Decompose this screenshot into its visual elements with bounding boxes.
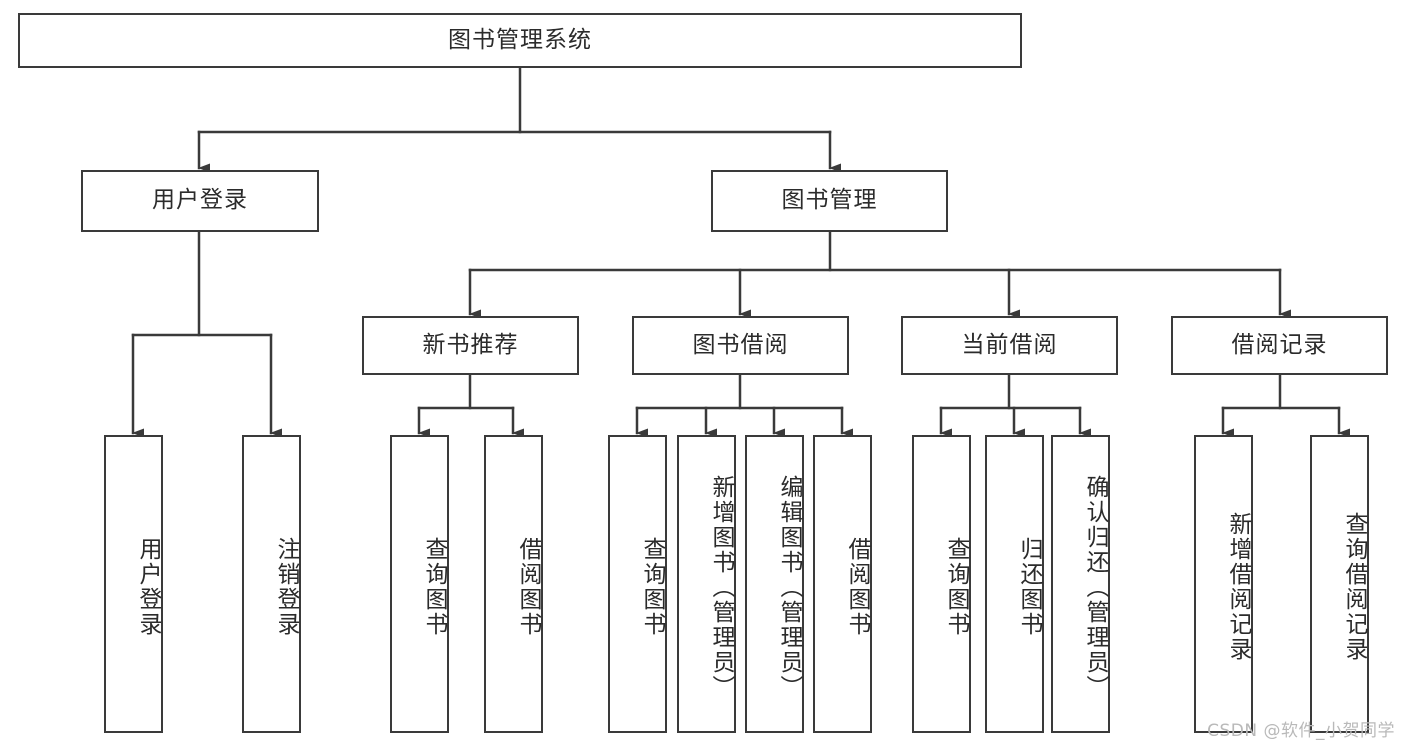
node-label: 用户登录	[135, 537, 161, 637]
node-label: 新书推荐	[422, 331, 519, 358]
watermark-text: CSDN @软件_小贺同学	[1207, 721, 1395, 741]
node-label: 图书管理	[781, 187, 878, 214]
node-label: 注销登录	[273, 537, 299, 637]
node-label: 编辑图书（管理员）	[776, 474, 802, 700]
node-book-borrow[interactable]: 图书借阅	[632, 316, 849, 375]
node-label: 查询图书	[639, 537, 665, 637]
node-label: 图书借阅	[692, 331, 789, 358]
node-leaf-user-login[interactable]: 用户登录	[104, 435, 163, 733]
node-leaf-query-book-recommend[interactable]: 查询图书	[390, 435, 449, 733]
node-root[interactable]: 图书管理系统	[18, 13, 1022, 68]
node-borrow-record[interactable]: 借阅记录	[1171, 316, 1388, 375]
node-leaf-borrow-book-recommend[interactable]: 借阅图书	[484, 435, 543, 733]
node-user-login[interactable]: 用户登录	[81, 170, 319, 232]
node-label: 新增借阅记录	[1225, 512, 1251, 662]
node-leaf-user-logout[interactable]: 注销登录	[242, 435, 301, 733]
node-book-management[interactable]: 图书管理	[711, 170, 948, 232]
node-label: 确认归还（管理员）	[1082, 474, 1108, 700]
node-label: 查询图书	[421, 537, 447, 637]
node-leaf-query-borrow-record[interactable]: 查询借阅记录	[1310, 435, 1369, 733]
node-new-book-recommend[interactable]: 新书推荐	[362, 316, 579, 375]
node-leaf-return-book[interactable]: 归还图书	[985, 435, 1044, 733]
node-label: 借阅记录	[1231, 331, 1328, 358]
node-label: 图书管理系统	[448, 26, 592, 53]
node-label: 当前借阅	[961, 331, 1058, 358]
node-leaf-query-book-current[interactable]: 查询图书	[912, 435, 971, 733]
node-leaf-confirm-return-admin[interactable]: 确认归还（管理员）	[1051, 435, 1110, 733]
node-leaf-add-book-admin[interactable]: 新增图书（管理员）	[677, 435, 736, 733]
node-leaf-query-book-borrow[interactable]: 查询图书	[608, 435, 667, 733]
node-label: 归还图书	[1016, 537, 1042, 637]
node-label: 新增图书（管理员）	[708, 474, 734, 700]
node-label: 查询借阅记录	[1341, 512, 1367, 662]
node-leaf-edit-book-admin[interactable]: 编辑图书（管理员）	[745, 435, 804, 733]
node-leaf-borrow-book[interactable]: 借阅图书	[813, 435, 872, 733]
node-leaf-add-borrow-record[interactable]: 新增借阅记录	[1194, 435, 1253, 733]
node-label: 借阅图书	[844, 537, 870, 637]
node-label: 用户登录	[152, 187, 248, 214]
node-label: 查询图书	[943, 537, 969, 637]
node-current-borrow[interactable]: 当前借阅	[901, 316, 1118, 375]
node-label: 借阅图书	[515, 537, 541, 637]
